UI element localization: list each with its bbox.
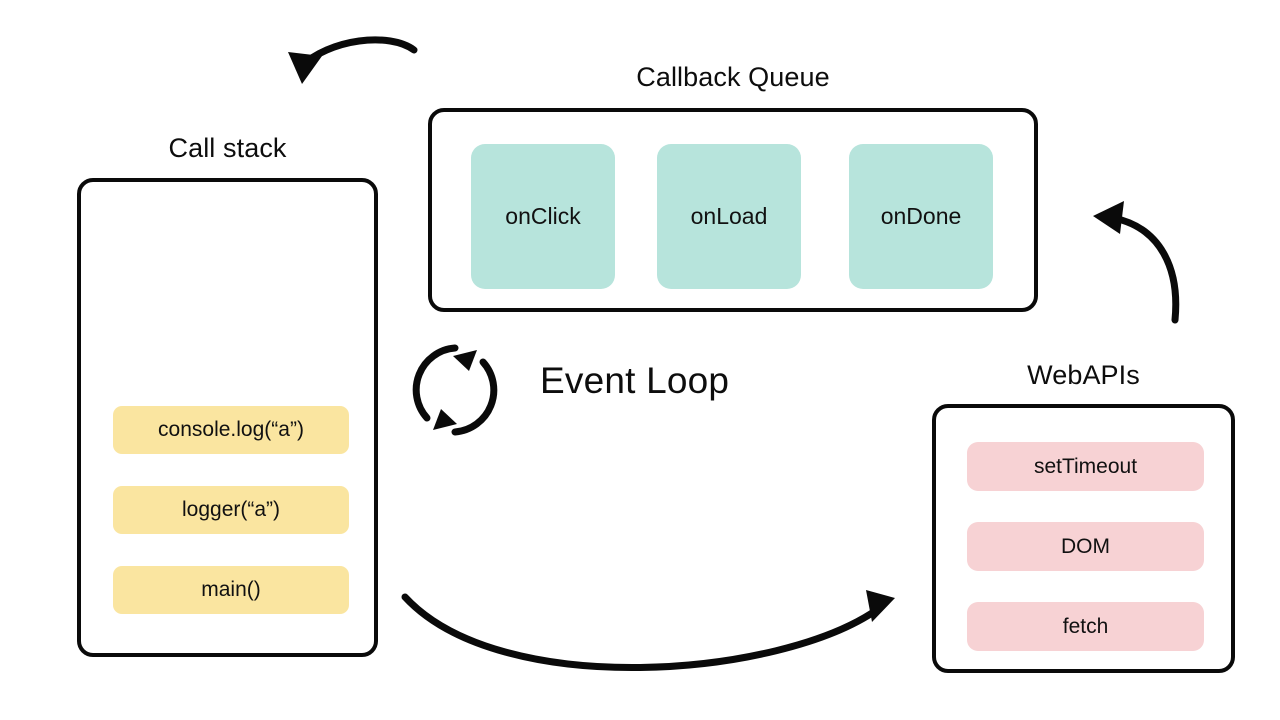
- callback-queue-card[interactable]: onClick: [471, 144, 615, 289]
- call-stack-box: console.log(“a”) logger(“a”) main(): [77, 178, 378, 657]
- webapis-to-queue-arrow: [1093, 201, 1180, 324]
- callback-queue-card[interactable]: onLoad: [657, 144, 801, 289]
- web-api-item[interactable]: DOM: [967, 522, 1204, 571]
- queue-to-callstack-arrow: [288, 36, 418, 84]
- call-stack-title: Call stack: [168, 133, 287, 163]
- event-loop-label: Event Loop: [540, 360, 730, 401]
- web-apis-title: WebAPIs: [1027, 360, 1140, 390]
- circular-loop-arrows-icon: [412, 344, 498, 436]
- call-stack-frame[interactable]: logger(“a”): [113, 486, 349, 534]
- call-stack-frame[interactable]: main(): [113, 566, 349, 614]
- callback-queue-box: onClick onLoad onDone: [428, 108, 1038, 312]
- web-apis-box: setTimeout DOM fetch: [932, 404, 1235, 673]
- web-api-item[interactable]: fetch: [967, 602, 1204, 651]
- callback-queue-card[interactable]: onDone: [849, 144, 993, 289]
- web-api-item[interactable]: setTimeout: [967, 442, 1204, 491]
- callback-queue-title: Callback Queue: [636, 62, 830, 92]
- call-stack-frame[interactable]: console.log(“a”): [113, 406, 349, 454]
- callstack-to-webapis-arrow: [401, 590, 895, 671]
